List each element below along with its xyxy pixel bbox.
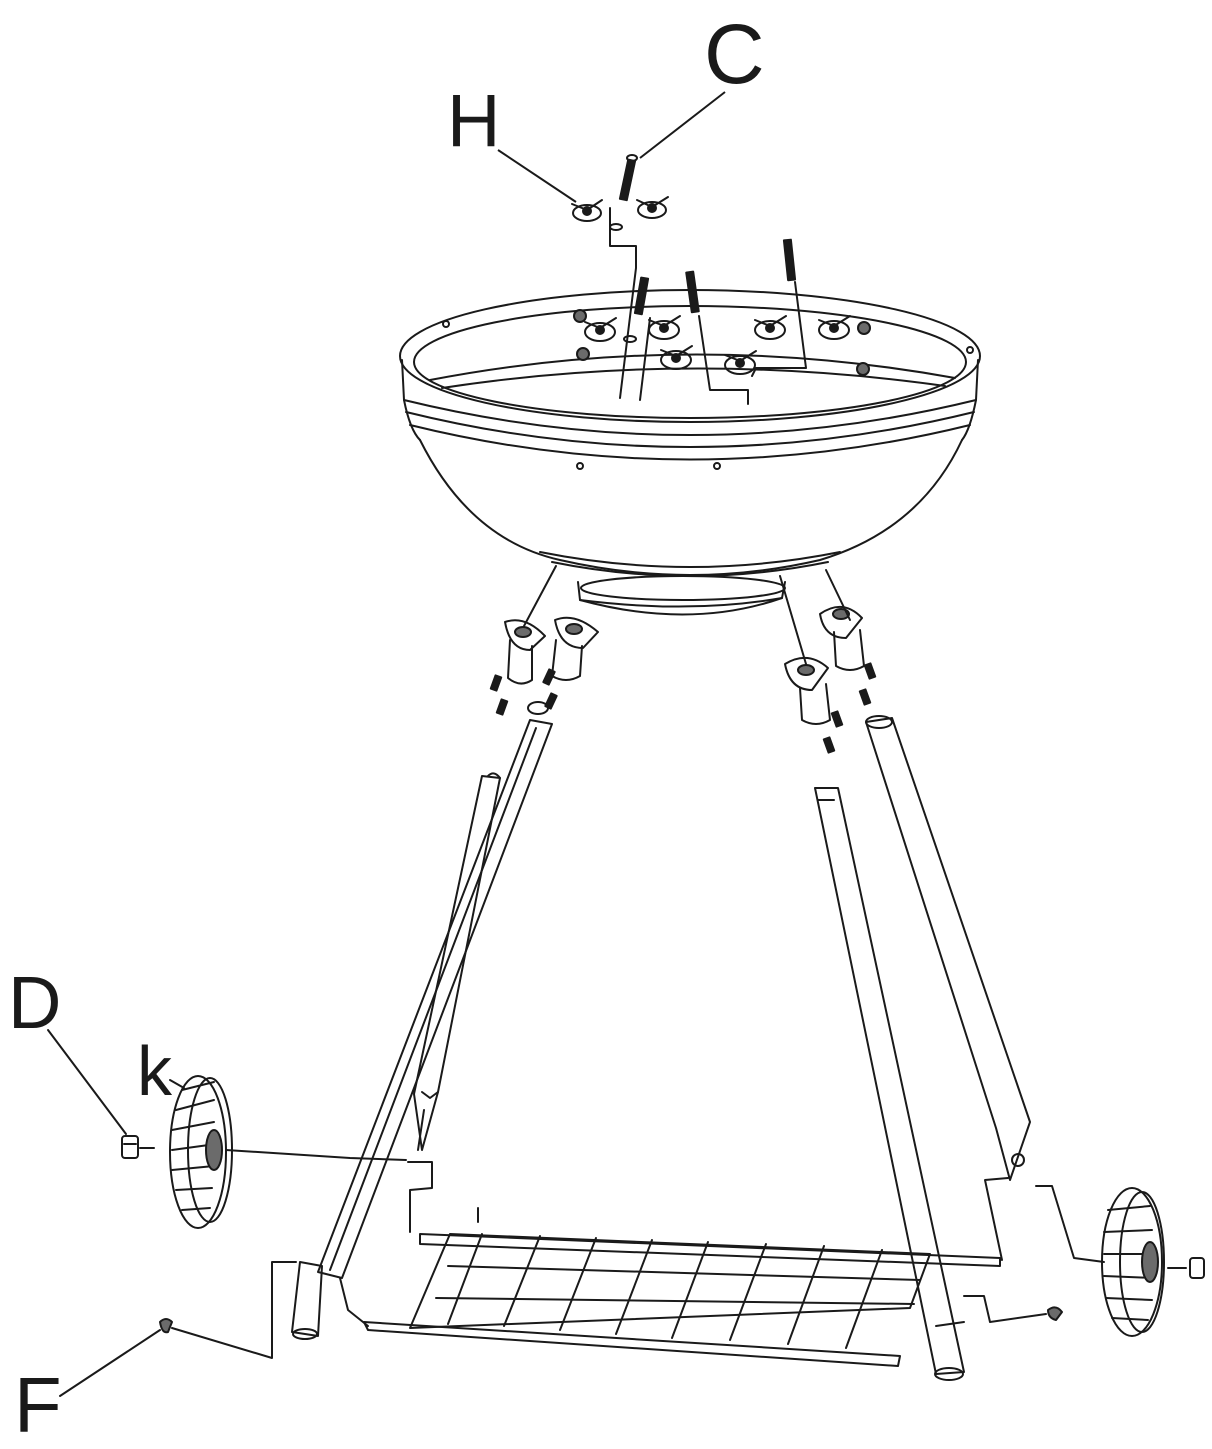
leg-bracket-icon: [504, 619, 546, 685]
leader-line-h: [497, 149, 577, 203]
wing-nut-icon: [724, 350, 757, 375]
leg-brackets: [489, 565, 877, 754]
part-label-h: H: [447, 79, 501, 162]
wing-nut-icon: [648, 315, 681, 340]
part-label-k: k: [137, 1032, 172, 1110]
part-label-c: C: [704, 7, 765, 101]
wing-nut-icon: [818, 315, 851, 340]
wing-nut-icon: [660, 345, 693, 370]
right-wheel: [1035, 1185, 1205, 1337]
grate-icon: [339, 1161, 1001, 1367]
part-label-d: D: [8, 961, 62, 1044]
bottom-fasteners: [59, 1261, 1063, 1397]
leader-line-c: [639, 91, 726, 159]
bolt-icon: [633, 276, 650, 316]
leg-bracket-icon: [784, 657, 831, 725]
wing-nut-icon: [636, 196, 669, 219]
bolt-icon: [782, 238, 797, 282]
wheel-icon: [169, 1075, 233, 1229]
left-wheel: [47, 1029, 407, 1229]
wheel-icon: [1101, 1187, 1165, 1337]
wing-nut-icon: [754, 315, 787, 340]
wheel-nut-icon: [121, 1135, 155, 1159]
bolt-icon: [618, 154, 638, 202]
wing-nut-icon: [571, 199, 603, 222]
part-label-f: F: [14, 1361, 62, 1449]
wing-nut-icon: [584, 317, 617, 342]
wheel-nut-icon: [1167, 1257, 1205, 1279]
cotter-pin-icon: [159, 1318, 173, 1334]
cotter-pin-icon: [1047, 1306, 1063, 1321]
legs: [291, 715, 1031, 1381]
bolt-icon: [685, 270, 700, 314]
top-hardware: [571, 154, 871, 405]
